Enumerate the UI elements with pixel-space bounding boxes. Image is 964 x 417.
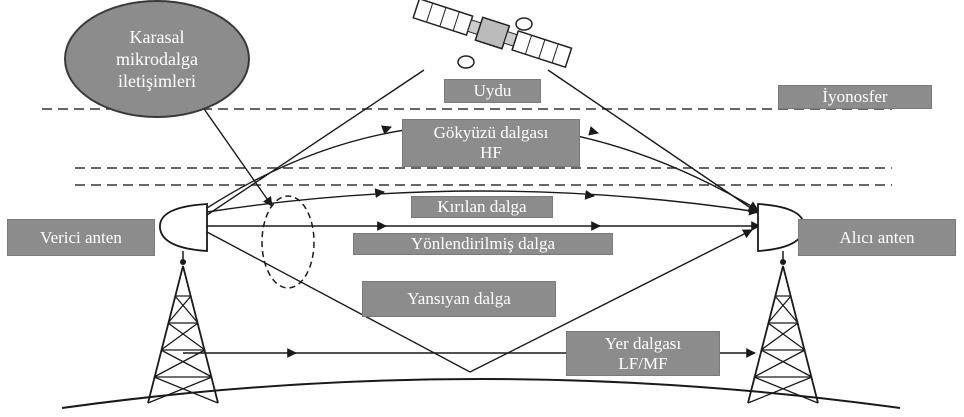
transmitter-label: Verici anten: [7, 219, 155, 256]
reflected-wave-label: Yansıyan dalga: [362, 281, 556, 317]
refracted-wave-label: Kırılan dalga: [411, 196, 553, 218]
satellite-icon: [412, 0, 573, 69]
terrestrial-microwave-label: Karasal mikrodalga iletişimleri: [64, 0, 250, 118]
receiver-antenna-icon: [747, 203, 819, 404]
terrestrial-label-line2: mikrodalga: [116, 49, 198, 69]
microwave-beam-ellipse: [261, 195, 315, 289]
uplink: [206, 69, 425, 216]
reflected-wave-down: [206, 231, 471, 373]
refracted-wave-path: [206, 190, 759, 216]
ionosphere-label: İyonosfer: [778, 85, 932, 109]
receiver-label: Alıcı anten: [798, 219, 956, 256]
terrestrial-label-line1: Karasal: [129, 27, 185, 47]
sky-wave-label-line1: Gökyüzü dalgası: [433, 123, 549, 142]
ground-wave-label-line1: Yer dalgası: [604, 333, 682, 353]
sky-wave-label-line2: HF: [480, 143, 502, 162]
sky-wave-label: Gökyüzü dalgası HF: [402, 119, 580, 167]
ground-wave-label-line2: LF/MF: [618, 353, 668, 373]
transmitter-antenna-icon: [147, 203, 219, 404]
downlink: [547, 69, 759, 214]
reflected-wave-up: [469, 229, 753, 373]
earth-surface: [61, 378, 901, 409]
directed-wave-label: Yönlendirilmiş dalga: [353, 233, 613, 255]
ground-wave-label: Yer dalgası LF/MF: [566, 331, 720, 376]
terrestrial-pointer: [194, 95, 273, 207]
satellite-label: Uydu: [444, 79, 541, 103]
terrestrial-label-line3: iletişimleri: [118, 71, 196, 91]
